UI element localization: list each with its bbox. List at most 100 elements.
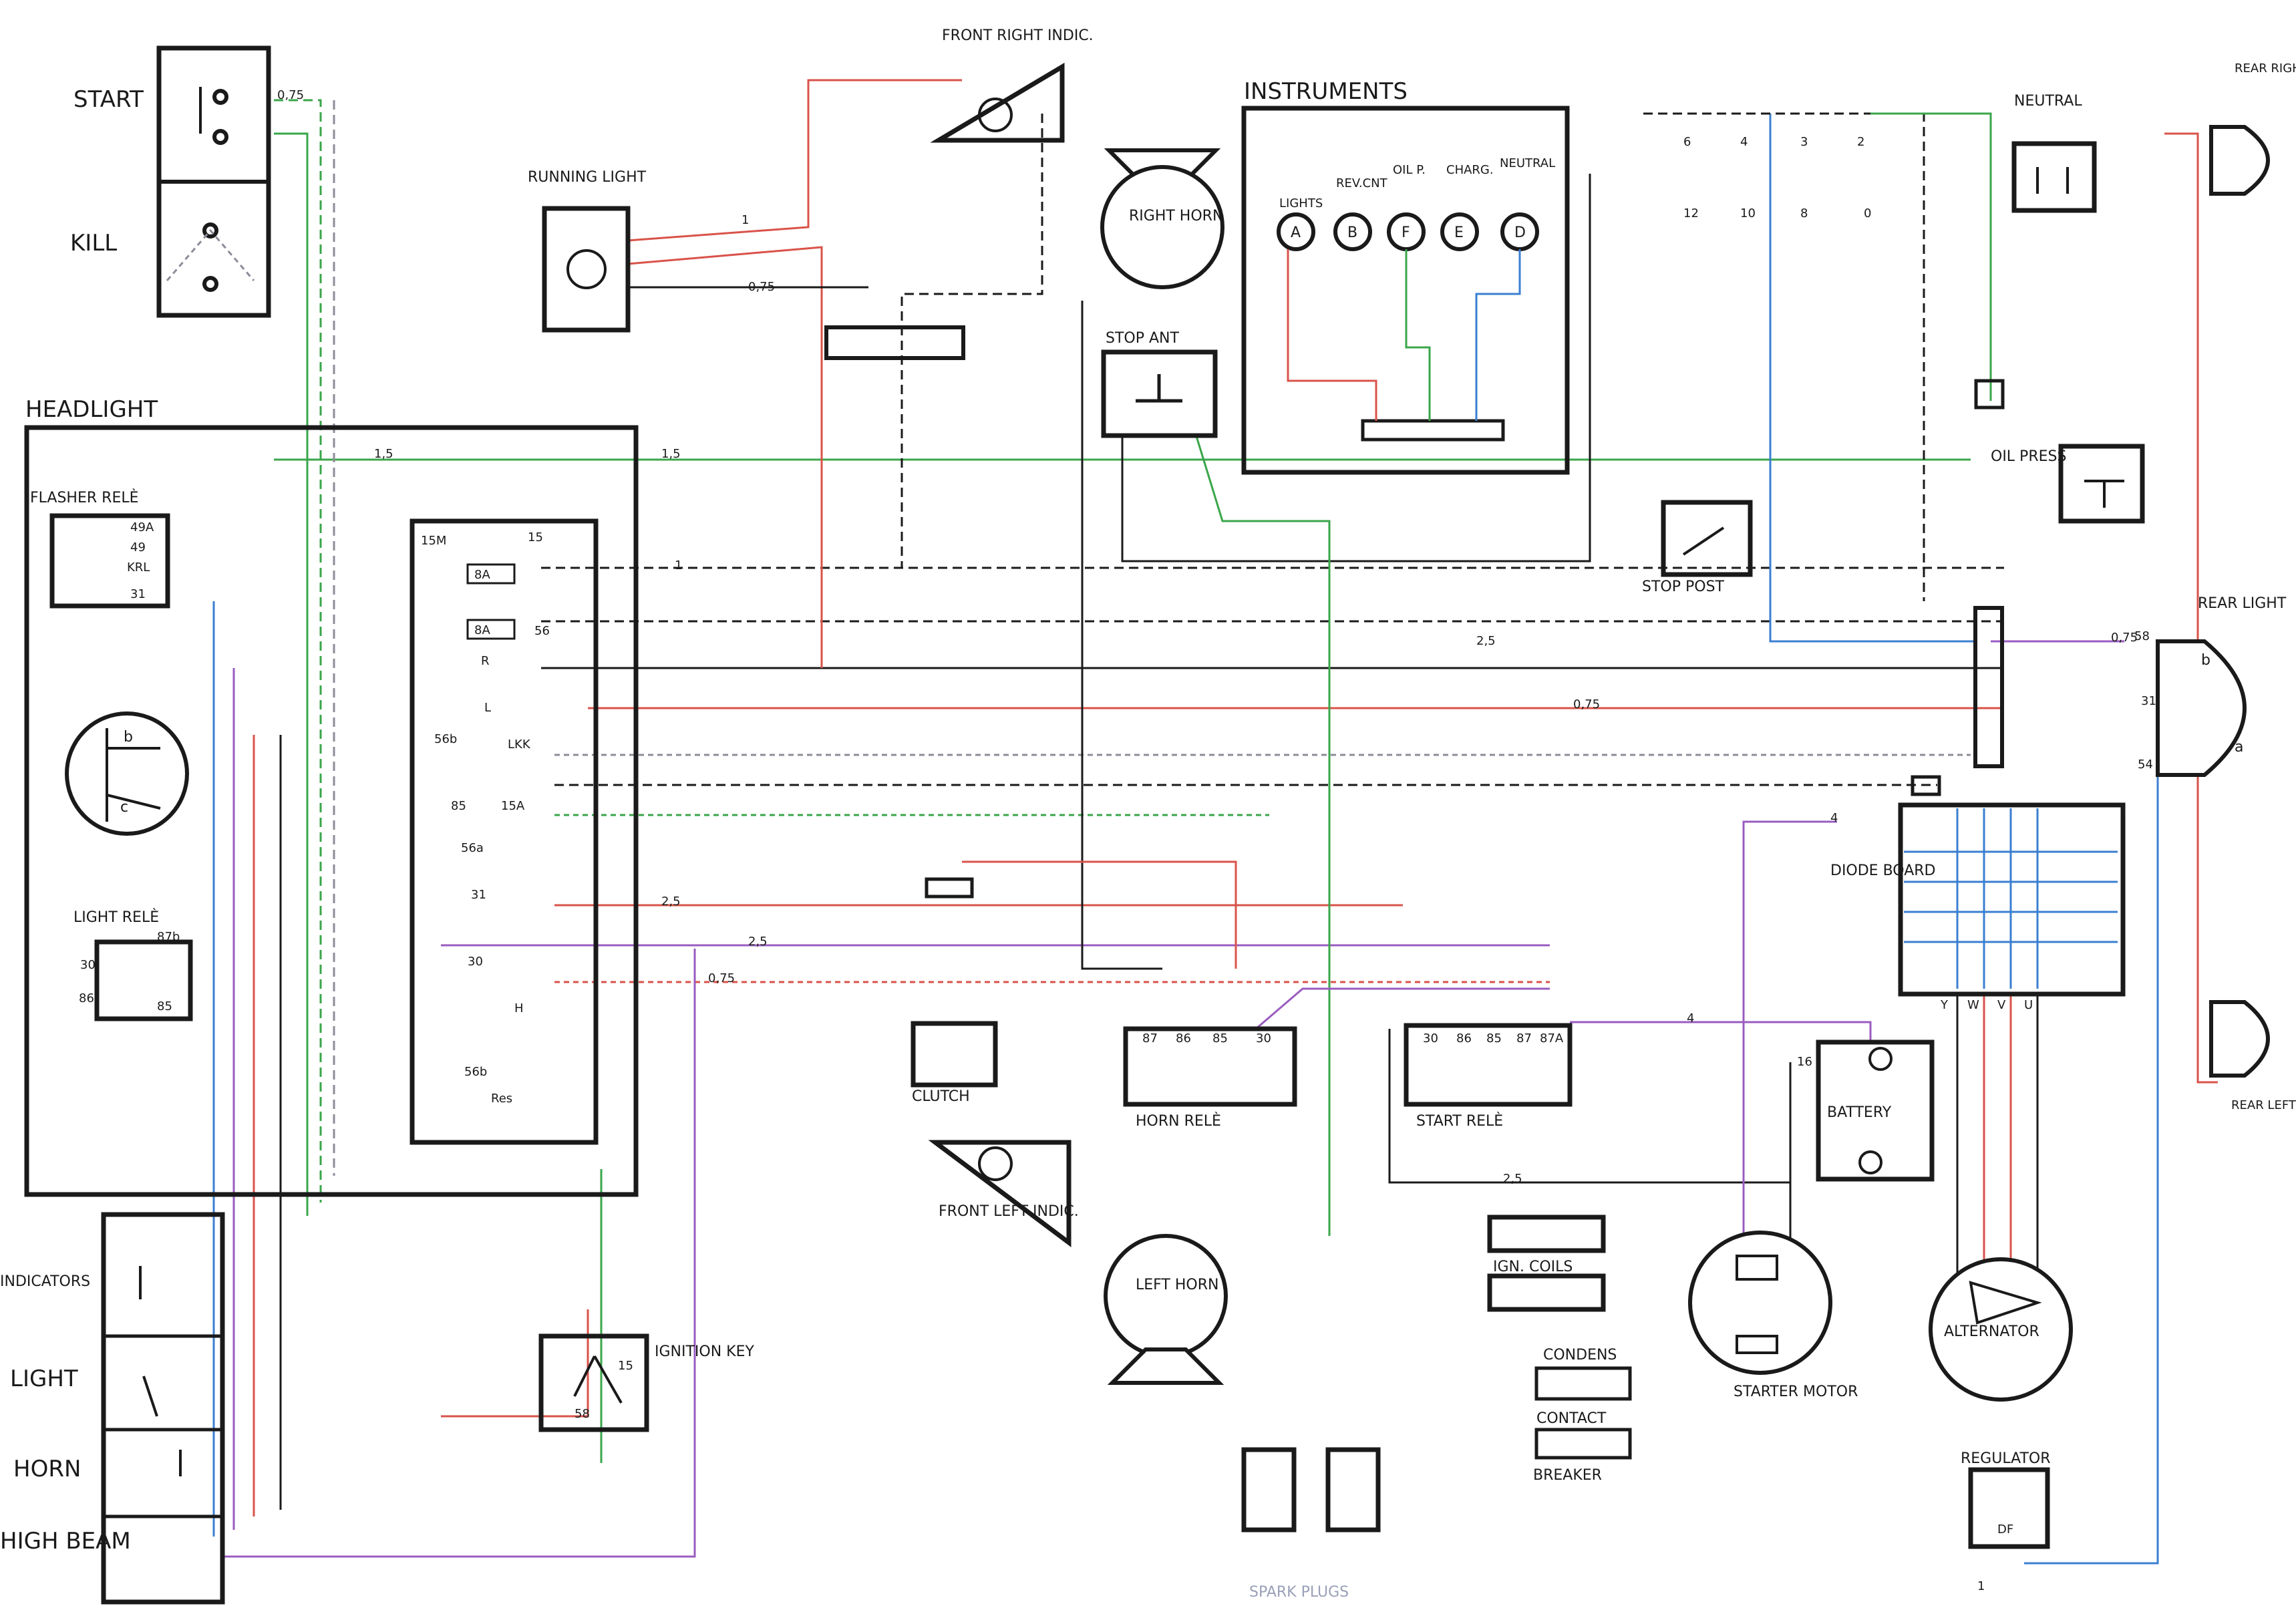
right-horn: RIGHT HORN (1100, 148, 1224, 289)
lamp-e (1440, 212, 1479, 251)
right-horn-body (1100, 165, 1224, 289)
headlight-title: HEADLIGHT (25, 396, 158, 423)
gauge-label: 1,5 (661, 447, 681, 461)
pin-8: 8 (1800, 206, 1808, 220)
wire-green-oil (1870, 112, 1992, 401)
instrument-wire-3 (1475, 249, 1521, 421)
bulb-icon (566, 249, 607, 289)
light-rele-terminal-86: 86 (79, 991, 94, 1005)
battery-label: BATTERY (1827, 1104, 1892, 1121)
terminal-56a: 56a (461, 841, 484, 855)
condens-label: CONDENS (1543, 1347, 1617, 1363)
battery-housing (1816, 1039, 1935, 1182)
lamp-a-label: LIGHTS (1279, 196, 1323, 210)
horn-rele-terminal-86: 86 (1176, 1031, 1191, 1045)
wire-red-running (627, 79, 962, 242)
start-rele: 30 86 85 87 87A START RELÈ (1404, 1023, 1573, 1130)
pin-12: 12 (1683, 206, 1699, 220)
rear-light-terminal-b: b (2201, 652, 2210, 669)
battery-minus-icon (1858, 1150, 1882, 1174)
wire-black-stop (1121, 174, 1591, 562)
spark-plugs-label: SPARK PLUGS (1249, 1584, 1349, 1601)
horn-rele-terminal-30: 30 (1256, 1031, 1271, 1045)
wire-green-v2 (274, 99, 322, 1202)
spark-plug-2 (1325, 1447, 1381, 1533)
diode-board-label: DIODE BOARD (1830, 862, 1936, 879)
phase-w: W (1967, 998, 1979, 1012)
condenser-box (1534, 1366, 1632, 1401)
terminal-85: 85 (451, 799, 466, 813)
start-label: START (73, 86, 144, 113)
oil-connector (1974, 379, 2005, 410)
lamp-a (1277, 212, 1315, 251)
instrument-wire (1287, 249, 1377, 421)
wires (212, 79, 2218, 1565)
lamp-f-letter: F (1402, 224, 1410, 241)
condenser-breaker: CONDENS CONTACT BREAKER (1533, 1347, 1632, 1484)
gauge-label: 0,75 (1573, 697, 1600, 711)
phase-y: Y (1940, 998, 1949, 1012)
flasher-terminal-49: 49 (130, 540, 146, 554)
terminal-15m: 15M (421, 534, 446, 548)
terminal-r: R (481, 654, 490, 668)
lamp-b-label: REV.CNT (1336, 176, 1388, 190)
clutch-connector (925, 877, 974, 899)
running-light: RUNNING LIGHT (528, 169, 647, 333)
ignition-terminal-58: 58 (575, 1407, 590, 1421)
oil-press-label: OIL PRESS (1991, 448, 2066, 465)
front-right-indicator: FRONT RIGHT INDIC. (930, 27, 1094, 143)
pin-0: 0 (1864, 206, 1871, 220)
wire-black-top (1643, 112, 1925, 601)
rear-fuse (1911, 775, 1941, 796)
horn-label: HORN (13, 1456, 81, 1482)
key-icon (573, 1355, 623, 1404)
gauge-label: 1 (675, 558, 682, 573)
headlight-terminal-board (409, 518, 599, 1145)
breaker-label: BREAKER (1533, 1467, 1602, 1484)
gauge-label: 16 (1797, 1055, 1812, 1069)
bulb-icon (978, 98, 1013, 132)
kill-contact (166, 228, 255, 281)
lamp-d-label: NEUTRAL (1500, 156, 1555, 170)
ignition-key: IGNITION KEY 15 58 (538, 1333, 755, 1432)
regulator: REGULATOR DF (1961, 1450, 2050, 1549)
high-beam-label: HIGH BEAM (0, 1528, 131, 1555)
rear-light-terminal-a: a (2235, 739, 2243, 756)
gauge-label: 4 (1830, 811, 1838, 825)
front-left-indic-label: FRONT LEFT INDIC. (939, 1203, 1079, 1220)
phase-v: V (1997, 998, 2006, 1012)
front-right-indic-label: FRONT RIGHT INDIC. (942, 27, 1094, 44)
oil-press-switch: OIL PRESS (1974, 379, 2145, 524)
start-rele-terminal-87: 87 (1516, 1031, 1532, 1045)
stop-post-label: STOP POST (1642, 579, 1725, 595)
start-rele-housing (1404, 1023, 1573, 1107)
gauge-label: 2,5 (1503, 1172, 1522, 1186)
right-horn-label: RIGHT HORN (1129, 208, 1223, 224)
ign-coil-1 (1487, 1215, 1606, 1253)
starter-brush (1736, 1335, 1778, 1354)
horn-rele-housing (1123, 1026, 1297, 1107)
switch-icon (1136, 374, 1182, 403)
switch-icon (2036, 167, 2069, 194)
lamp-e-label: CHARG. (1446, 163, 1494, 177)
left-horn-label: LEFT HORN (1136, 1277, 1218, 1293)
running-light-label: RUNNING LIGHT (528, 169, 647, 186)
wire-gauge-labels: 0,75 1 0,75 1,5 1,5 1 2,5 2,5 0,75 2,5 0… (277, 88, 2138, 1593)
wire-black-front-right (900, 114, 1043, 568)
light-rele-terminal-85: 85 (157, 999, 172, 1013)
horn-rele-label: HORN RELÈ (1136, 1112, 1221, 1130)
wire-purple-horn-rele (1255, 987, 1550, 1030)
lamp-d-letter: D (1514, 224, 1526, 241)
headlamp-filament (106, 728, 161, 822)
left-horn-body (1104, 1234, 1228, 1358)
gauge-label: 2,5 (1476, 634, 1496, 648)
instruments: INSTRUMENTS A LIGHTS B REV.CNT F OIL P. … (1241, 78, 1570, 475)
ign-coil-2 (1487, 1273, 1606, 1312)
switch-housing (101, 1212, 225, 1605)
wire-black-25 (1388, 1029, 1790, 1184)
horn-rele-terminal-85: 85 (1212, 1031, 1228, 1045)
start-terminal-2 (212, 129, 228, 145)
wire-purple-4 (1570, 1021, 1872, 1042)
wire-black-horn (1081, 301, 1162, 970)
instrument-connector (1361, 419, 1505, 442)
